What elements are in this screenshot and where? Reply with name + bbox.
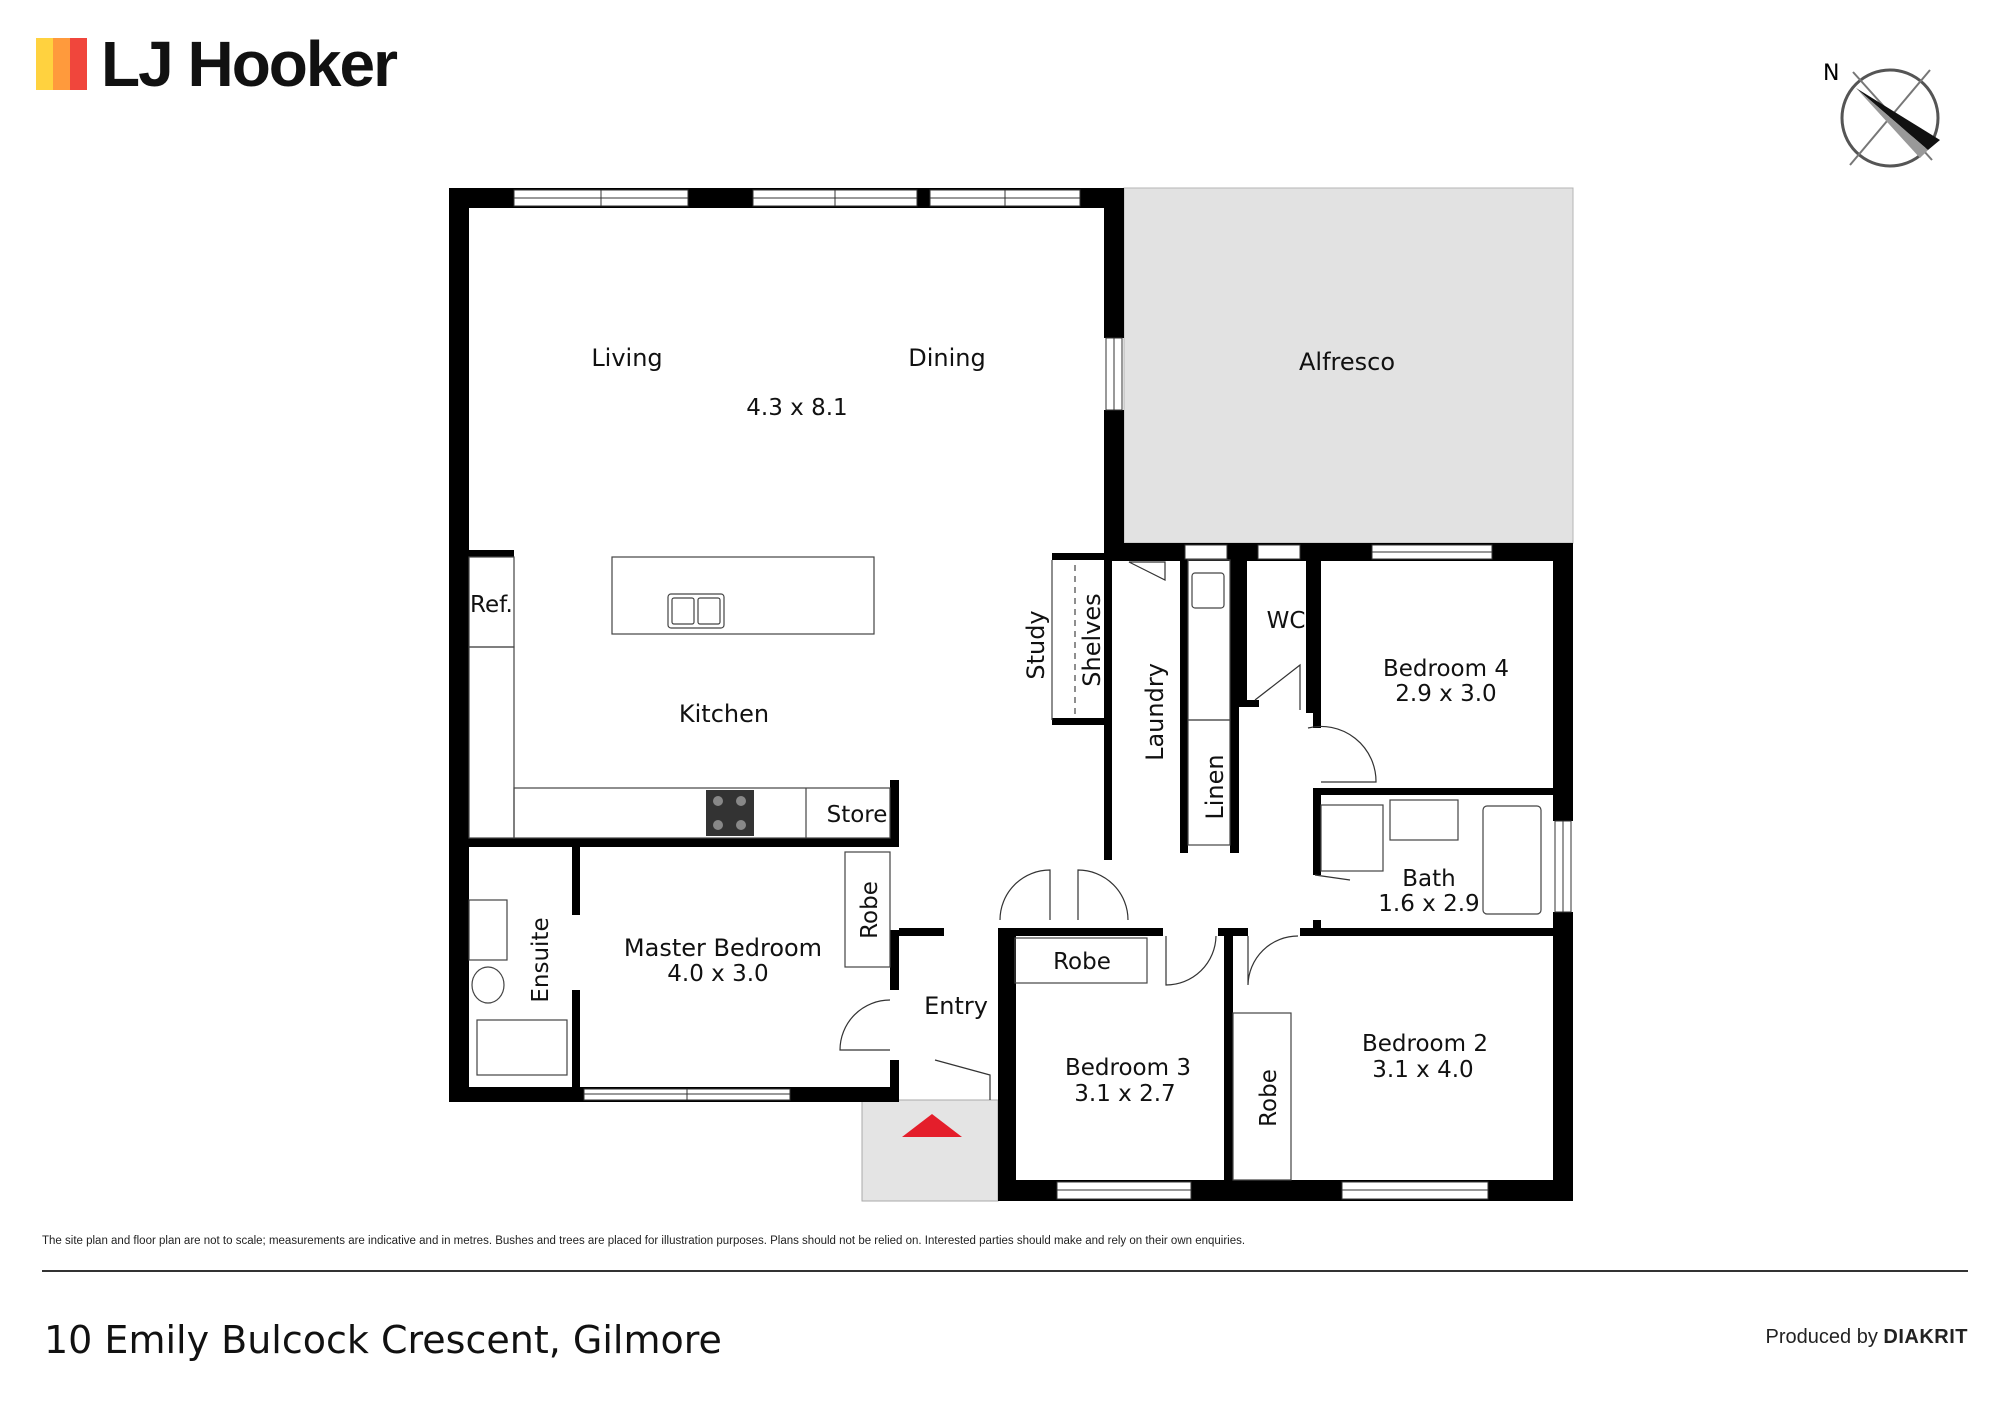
compass-north-label: N — [1823, 61, 1839, 86]
label-bed2-robe: Robe — [1256, 1069, 1282, 1127]
label-master-bedroom: Master Bedroom — [624, 934, 822, 962]
logo-wordmark: LJ Hooker — [101, 28, 398, 100]
bath-shower — [1320, 804, 1384, 872]
label-wc: WC — [1267, 608, 1306, 634]
label-study: Study — [1022, 610, 1050, 679]
label-bath-dims: 1.6 x 2.9 — [1378, 891, 1479, 917]
ensuite-vanity — [468, 899, 508, 961]
logo-bar-yellow — [36, 38, 53, 90]
kitchen-bench-left — [468, 646, 515, 839]
producer-credit: Produced by DIAKRIT — [1766, 1326, 1968, 1349]
entry-porch — [861, 1099, 999, 1202]
label-store: Store — [827, 802, 888, 828]
producer-name: DIAKRIT — [1883, 1326, 1968, 1348]
master-robe — [844, 851, 891, 968]
bath-vanity — [1389, 799, 1459, 841]
entry-marker-icon — [902, 1114, 962, 1137]
cooktop-icon — [706, 790, 754, 836]
label-bedroom2-dims: 3.1 x 4.0 — [1372, 1057, 1473, 1083]
label-laundry: Laundry — [1141, 663, 1169, 761]
label-master-robe: Robe — [857, 881, 883, 939]
kitchen-bench-bottom — [513, 787, 891, 839]
label-alfresco: Alfresco — [1299, 348, 1395, 376]
laundry-tub — [1191, 572, 1225, 609]
label-living-dims: 4.3 x 8.1 — [746, 395, 847, 421]
disclaimer-text: The site plan and floor plan are not to … — [42, 1235, 1246, 1247]
label-entry: Entry — [924, 992, 988, 1020]
label-linen: Linen — [1201, 754, 1229, 819]
label-ensuite: Ensuite — [528, 917, 554, 1002]
alfresco-area — [1123, 187, 1574, 544]
ensuite-shower — [476, 1019, 568, 1076]
label-bedroom3-dims: 3.1 x 2.7 — [1074, 1081, 1175, 1107]
label-bedroom4-dims: 2.9 x 3.0 — [1395, 681, 1496, 707]
room-labels: Living Dining 4.3 x 8.1 Alfresco Ref. Ki… — [470, 344, 1509, 1127]
lj-hooker-logo: LJ Hooker — [36, 28, 398, 100]
doors — [839, 561, 1377, 1100]
label-master-dims: 4.0 x 3.0 — [667, 961, 768, 987]
label-shelves: Shelves — [1078, 593, 1106, 686]
logo-bar-orange — [53, 38, 70, 90]
divider-line — [42, 1270, 1968, 1272]
window-lines — [514, 190, 1564, 1191]
logo-color-bars — [36, 38, 87, 90]
label-bath: Bath — [1402, 866, 1455, 892]
label-bedroom4: Bedroom 4 — [1383, 656, 1509, 682]
sink-icon — [667, 593, 725, 629]
label-ref: Ref. — [470, 592, 513, 618]
fixtures — [468, 556, 1542, 1181]
label-bedroom3: Bedroom 3 — [1065, 1055, 1191, 1081]
label-living: Living — [591, 344, 662, 372]
label-kitchen: Kitchen — [679, 700, 769, 728]
label-bed3-robe: Robe — [1053, 949, 1111, 975]
property-address: 10 Emily Bulcock Crescent, Gilmore — [44, 1318, 722, 1362]
bathtub — [1482, 805, 1542, 915]
label-bedroom2: Bedroom 2 — [1362, 1031, 1488, 1057]
label-dining: Dining — [908, 344, 985, 372]
logo-bar-red — [70, 38, 87, 90]
producer-prefix: Produced by — [1765, 1326, 1878, 1348]
toilet-icon — [471, 966, 505, 1004]
kitchen-island — [611, 556, 875, 635]
compass-icon: N — [1823, 61, 1940, 168]
bed2-robe — [1232, 1012, 1292, 1181]
bed3-robe — [1014, 937, 1148, 984]
